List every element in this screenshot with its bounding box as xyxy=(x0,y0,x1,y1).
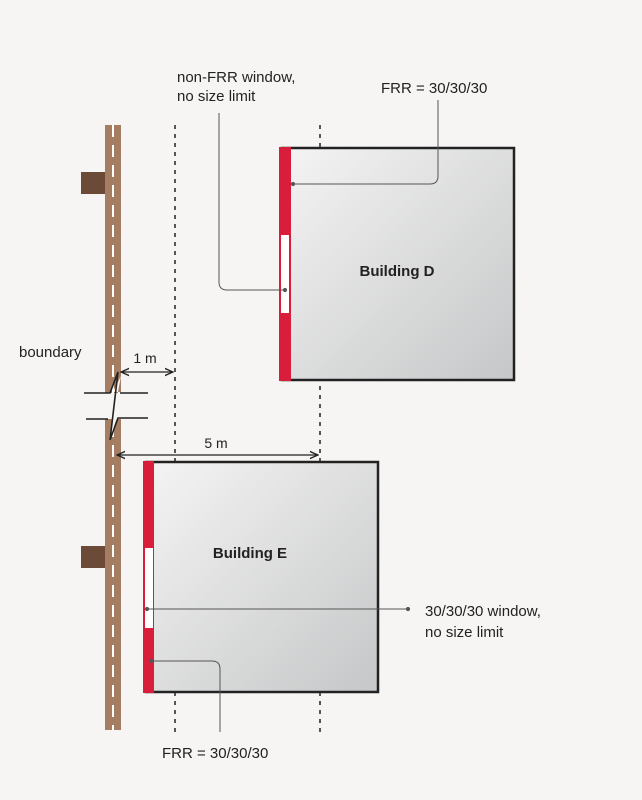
building-e-wall-note: FRR = 30/30/30 xyxy=(162,745,268,762)
boundary-label: boundary xyxy=(19,344,82,361)
building-d: Building D xyxy=(279,146,516,382)
dimension-1m: 1 m xyxy=(121,350,173,372)
building-e-window-note-line1: 30/30/30 window, xyxy=(425,603,541,620)
building-d-name: Building D xyxy=(360,263,435,280)
building-e-window-note-line2: no size limit xyxy=(425,624,504,641)
building-e-name: Building E xyxy=(213,545,287,562)
building-d-window xyxy=(281,235,289,313)
leader-d-wall xyxy=(293,100,439,185)
building-e: Building E xyxy=(143,460,380,694)
fence-post-upper xyxy=(81,172,105,194)
building-d-window-note-line2: no size limit xyxy=(177,88,256,105)
dimension-1m-label: 1 m xyxy=(133,350,156,366)
building-e-window xyxy=(145,548,153,628)
dimension-5m: 5 m xyxy=(117,435,318,455)
fence-post-lower xyxy=(81,546,105,568)
leader-e-wall xyxy=(151,660,221,732)
break-symbol xyxy=(84,371,148,441)
leader-d-window xyxy=(218,113,285,291)
building-d-window-note-line1: non-FRR window, xyxy=(177,69,295,86)
building-d-wall-note: FRR = 30/30/30 xyxy=(381,80,487,97)
dimension-5m-label: 5 m xyxy=(204,435,227,451)
